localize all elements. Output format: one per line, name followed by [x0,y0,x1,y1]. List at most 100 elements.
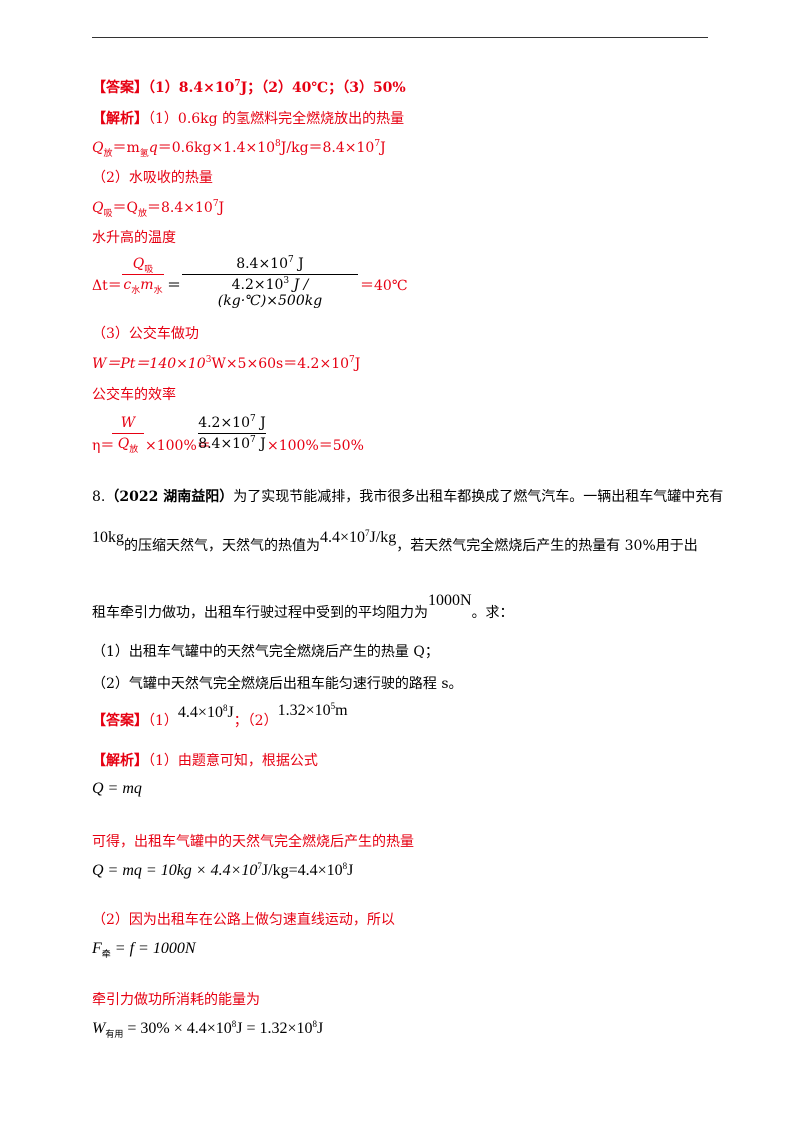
frac-num: 4.2×10 [198,415,250,431]
eta-fraction-1: W Q放 [112,415,144,455]
dt-result: ＝40℃ [360,278,408,294]
analysis-label: 【解析】 [92,111,148,127]
formula-sub: 有用 [105,1029,124,1039]
q8-text-1: 为了实现节能减排，我市很多出租车都换成了燃气汽车。一辆出租车气罐中充有 [233,489,724,505]
formula-unit: J [317,1020,324,1037]
formula-part: = 30% × 4.4×10 [123,1020,232,1037]
formula-part: J = 1.32×10 [236,1020,313,1037]
frac-exp: 7 [250,414,256,424]
frac-den-rest: J / (kg·℃)×500kg [217,277,323,309]
formula-exp: 8 [342,861,348,871]
dt-lhs: Δt＝ [92,278,122,294]
q8-heat-value: 4.4×10 [320,529,366,546]
dt-fraction-1: Q吸 c水m水 [122,256,164,296]
fraction-bar [112,433,144,434]
eq-unit: J [380,140,386,156]
header-rule [92,37,708,38]
frac-unit: J [255,436,266,452]
answer8-value1: 4.4×10 [177,704,223,721]
q8-number: 8. [92,489,106,505]
eq-sub: 放 [137,209,147,219]
eq-part: ＝Q [112,200,138,216]
dt-eq: ＝ [167,278,181,294]
frac-den: 8.4×10 [198,436,250,452]
analysis-line-2: （2）水吸收的热量 [92,170,213,186]
eta-result: ×100%＝50% [267,438,364,454]
answer8-part1: （1） [148,713,178,729]
formula-exp: 7 [257,861,262,871]
q8-text-2a: 的压缩天然气，天然气的热值为 [124,538,320,554]
analysis-line-4: （3）公交车做功 [92,326,199,342]
eta-mid: ×100%＝ [145,438,211,454]
equation-q-xi: Q吸＝Q放＝8.4×107J [92,199,225,219]
eq-part: ＝0.6kg×1.4×10 [157,140,276,156]
frac-sub: 吸 [144,265,154,275]
analysis8-text-1: （1）由题意可知，根据公式 [148,753,318,769]
eq-exp: 7 [374,139,381,149]
formula-part: Q = mq = 10kg × 4.4×10 [92,862,258,879]
answer8-line: 【答案】（1）4.4×108J；（2）1.32×105m [92,702,348,730]
answer-label: 【答案】 [92,80,148,96]
q8-sub-question-2: （2）气罐中天然气完全燃烧后出租车能匀速行驶的路程 s。 [92,676,463,692]
eta-fraction-2: 4.2×107 J 8.4×107 J [198,415,266,452]
eq-unit: J [354,356,361,372]
analysis-text-1: （1）0.6kg 的氢燃料完全燃烧放出的热量 [148,111,405,127]
analysis8-line-1: 【解析】（1）由题意可知，根据公式 [92,752,318,770]
eq-exp: 3 [205,355,212,365]
analysis8-formula-4: W有用 = 30% × 4.4×108J = 1.32×108J [92,1019,324,1039]
frac-num: W [120,415,136,431]
frac-den: 4.2×10 [231,277,284,293]
formula-part: = f = 1000N [110,940,196,957]
frac-unit: J [293,256,304,272]
frac-exp: 7 [288,255,294,265]
frac-den: c [123,277,132,293]
frac-den: Q [117,436,130,452]
equation-work: W＝Pt＝140×103W×5×60s＝4.2×107J [92,355,360,373]
eq-part: J/kg＝8.4×10 [280,140,375,156]
eq-exp: 7 [212,199,219,209]
formula-sub: 牵 [101,949,111,959]
formula-w: W [92,1020,106,1037]
eq-part: W＝Pt＝140×10 [92,356,206,372]
equation-q-fang: Q放＝m氢q＝0.6kg×1.4×108J/kg＝8.4×107J [92,139,386,159]
q8-text-3a: 租车牵引力做功，出租车行驶过程中受到的平均阻力为 [92,605,428,621]
analysis8-line-2: 可得，出租车气罐中的天然气完全燃烧后产生的热量 [92,834,414,850]
eq-sub: 氢 [139,149,149,159]
dt-fraction-2: 8.4×107 J 4.2×103 J / (kg·℃)×500kg [182,256,358,309]
answer8-part2: ；（2） [233,713,278,729]
q8-text-3b: 。求： [471,605,514,621]
eq-sub: 吸 [103,209,113,219]
fraction-bar [198,433,266,434]
answer-line-prev: 【答案】（1）8.4×107J；（2）40℃；（3）50% [92,79,406,97]
fraction-bar [122,274,164,275]
eq-unit: J [218,200,225,216]
q8-line-3: 租车牵引力做功，出租车行驶过程中受到的平均阻力为1000N。求： [92,592,514,622]
frac-sub: 水 [153,286,163,296]
frac-exp: 3 [283,276,290,286]
frac-num: Q [132,256,145,272]
q8-mass: 10kg [92,529,124,546]
eq-sub: 放 [103,149,113,159]
eq-part: ＝m [112,140,140,156]
q8-line-2: 10kg的压缩天然气，天然气的热值为4.4×107J/kg，若天然气完全燃烧后产… [92,529,698,555]
q8-sub-question-1: （1）出租车气罐中的天然气完全燃烧后产生的热量 Q； [92,644,439,660]
frac-unit: J [255,415,266,431]
analysis8-formula-1: Q = mq [92,780,142,797]
fraction-bar [182,274,358,275]
formula-exp: 8 [231,1019,237,1029]
answer8-unit2: m [335,702,348,719]
frac-den: m [140,277,154,293]
answer8-exp2: 5 [330,701,336,711]
eq-part: ＝8.4×10 [147,200,213,216]
analysis8-label: 【解析】 [92,753,148,769]
answer-exp: 7 [234,79,241,89]
eq-q: Q [92,140,104,156]
formula-unit: J [347,862,354,879]
q8-text-2b: ，若天然气完全燃烧后产生的热量有 30%用于出 [396,538,698,554]
formula-exp: 8 [312,1019,318,1029]
analysis8-formula-2: Q = mq = 10kg × 4.4×107J/kg=4.4×108J [92,862,353,880]
frac-sub: 放 [129,445,139,455]
eq-q-small: q [148,140,158,156]
answer8-label: 【答案】 [92,713,148,729]
analysis-line-1: 【解析】（1）0.6kg 的氢燃料完全燃烧放出的热量 [92,110,404,128]
